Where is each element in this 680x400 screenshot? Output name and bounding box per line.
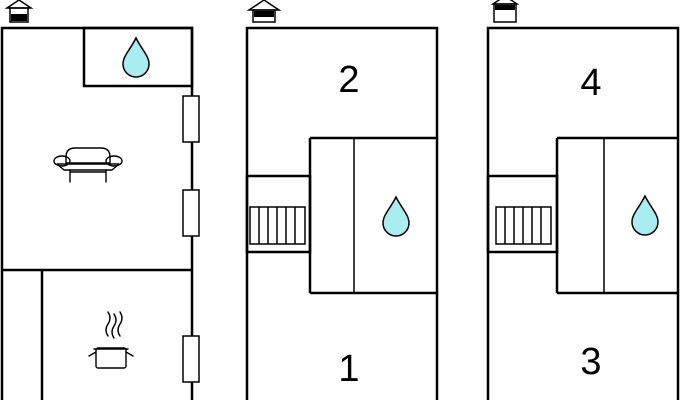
room-number: 1 — [338, 348, 359, 390]
bathroom — [82, 26, 194, 88]
window — [182, 95, 200, 143]
room-number: 2 — [338, 59, 359, 101]
first-floor-plan: 2 1 — [245, 26, 439, 400]
cooking-pot-icon — [88, 311, 134, 369]
ground-floor-plan — [0, 26, 200, 400]
second-floor-plan: 4 3 — [486, 26, 680, 400]
window — [182, 335, 200, 383]
water-drop-icon — [122, 36, 150, 78]
sofa-icon — [53, 147, 123, 183]
house-second-floor-icon — [490, 0, 520, 23]
room-number: 4 — [580, 62, 601, 104]
water-drop-icon — [631, 194, 659, 236]
house-first-floor-icon — [246, 0, 282, 23]
house-ground-floor-icon — [4, 0, 34, 23]
water-drop-icon — [382, 195, 410, 237]
staircase-icon — [495, 206, 552, 245]
staircase-icon — [249, 206, 306, 245]
room-number: 3 — [580, 341, 601, 383]
window — [182, 189, 200, 237]
